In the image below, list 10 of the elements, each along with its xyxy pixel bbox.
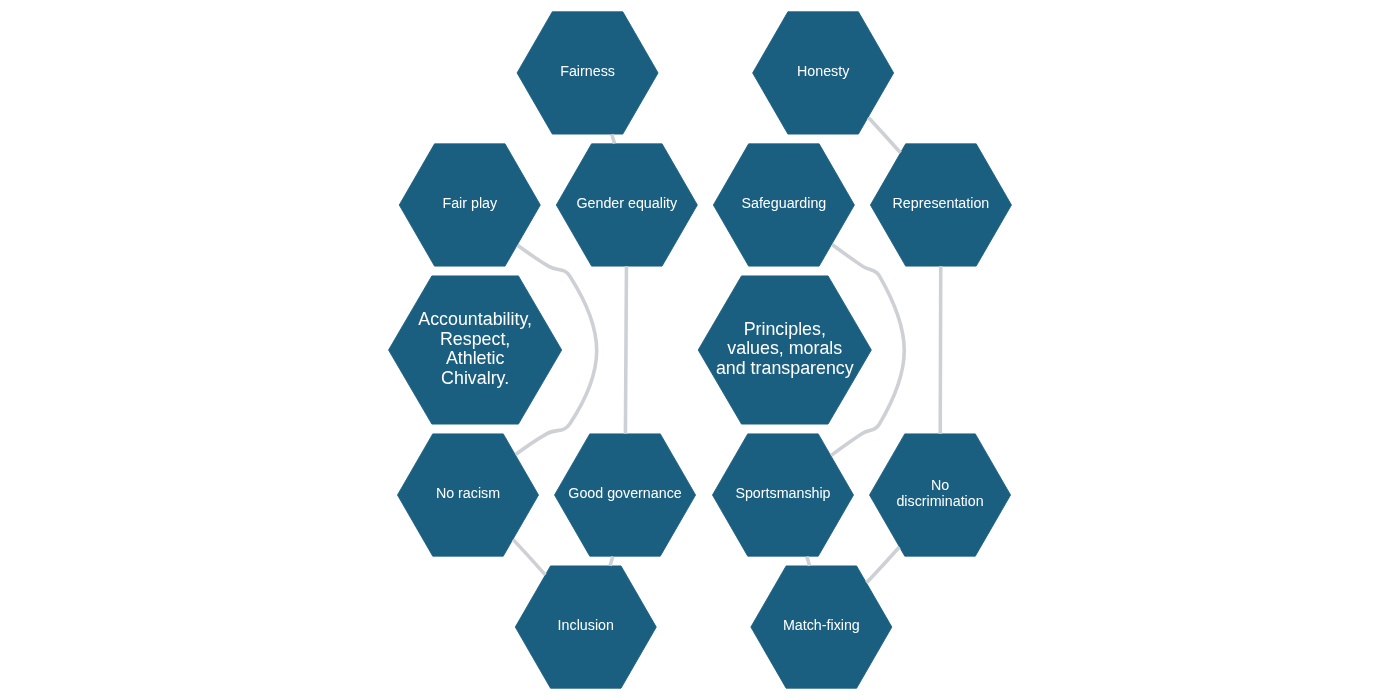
connector <box>514 243 599 456</box>
connector <box>865 545 901 585</box>
connector <box>830 243 907 457</box>
connector <box>805 555 812 567</box>
connector <box>511 538 547 577</box>
connector <box>938 266 943 434</box>
connector <box>610 133 617 145</box>
connector <box>608 555 615 567</box>
connector <box>623 266 629 434</box>
connector <box>867 116 902 154</box>
